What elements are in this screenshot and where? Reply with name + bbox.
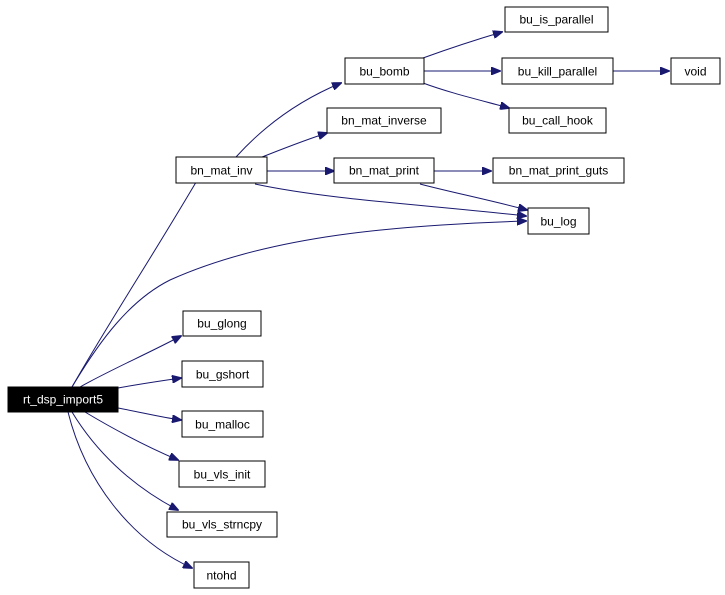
node-label: bu_bomb	[359, 65, 409, 79]
node-label: bu_kill_parallel	[518, 65, 597, 79]
node-bu_is_parallel[interactable]: bu_is_parallel	[504, 6, 609, 33]
edge-rt_dsp_import5-bu_vls_strncpy	[71, 411, 178, 510]
node-label: bu_vls_strncpy	[182, 518, 262, 532]
node-void[interactable]: void	[670, 57, 721, 85]
edge-bu_bomb-bu_call_hook	[422, 82, 509, 108]
node-bu_bomb[interactable]: bu_bomb	[344, 57, 425, 85]
node-label: bu_call_hook	[522, 114, 594, 128]
node-bu_log[interactable]: bu_log	[527, 207, 590, 235]
node-bu_glong[interactable]: bu_glong	[182, 310, 262, 337]
edge-bn_mat_inv-bn_mat_inverse	[261, 133, 327, 158]
node-bu_call_hook[interactable]: bu_call_hook	[508, 107, 607, 134]
node-rt_dsp_import5[interactable]: rt_dsp_import5	[7, 386, 119, 413]
node-label: bn_mat_print	[349, 164, 420, 178]
node-label: bu_is_parallel	[519, 13, 593, 27]
edge-rt_dsp_import5-ntohd	[67, 411, 192, 568]
edge-rt_dsp_import5-bu_vls_init	[84, 411, 178, 460]
node-bn_mat_inverse[interactable]: bn_mat_inverse	[326, 107, 442, 134]
edge-bu_bomb-bu_is_parallel	[422, 32, 502, 59]
edges-layer	[67, 32, 669, 568]
node-label: bn_mat_print_guts	[509, 164, 608, 178]
edge-rt_dsp_import5-bu_malloc	[117, 407, 181, 420]
node-bu_malloc[interactable]: bu_malloc	[181, 410, 264, 438]
node-bu_kill_parallel[interactable]: bu_kill_parallel	[501, 57, 614, 85]
node-bn_mat_inv[interactable]: bn_mat_inv	[175, 156, 268, 184]
node-label: bu_vls_init	[194, 468, 251, 482]
node-bu_gshort[interactable]: bu_gshort	[181, 360, 264, 388]
node-label: bu_gshort	[196, 368, 250, 382]
node-label: void	[684, 65, 706, 79]
node-label: bu_glong	[197, 317, 246, 331]
edge-bn_mat_print-bu_log	[419, 183, 527, 210]
node-label: bn_mat_inverse	[341, 114, 427, 128]
edge-rt_dsp_import5-bu_log	[71, 221, 526, 388]
edge-bn_mat_inv-bu_log	[254, 183, 526, 216]
node-bn_mat_print[interactable]: bn_mat_print	[333, 157, 435, 184]
node-ntohd[interactable]: ntohd	[193, 561, 250, 589]
node-label: bn_mat_inv	[190, 164, 252, 178]
edge-rt_dsp_import5-bu_glong	[79, 336, 181, 388]
node-bu_vls_strncpy[interactable]: bu_vls_strncpy	[166, 511, 278, 538]
node-label: bu_log	[540, 215, 576, 229]
node-bn_mat_print_guts[interactable]: bn_mat_print_guts	[492, 157, 625, 184]
nodes-layer: rt_dsp_import5 bn_mat_inv bu_bomb bn_mat…	[7, 6, 721, 589]
edge-rt_dsp_import5-bu_gshort	[117, 378, 181, 389]
node-bu_vls_init[interactable]: bu_vls_init	[178, 460, 266, 488]
node-label: rt_dsp_import5	[23, 393, 103, 407]
edge-rt_dsp_import5-bn_mat_inv	[71, 160, 209, 388]
node-label: ntohd	[206, 569, 236, 583]
node-label: bu_malloc	[195, 418, 250, 432]
edge-bn_mat_inv-bu_bomb	[235, 83, 341, 158]
